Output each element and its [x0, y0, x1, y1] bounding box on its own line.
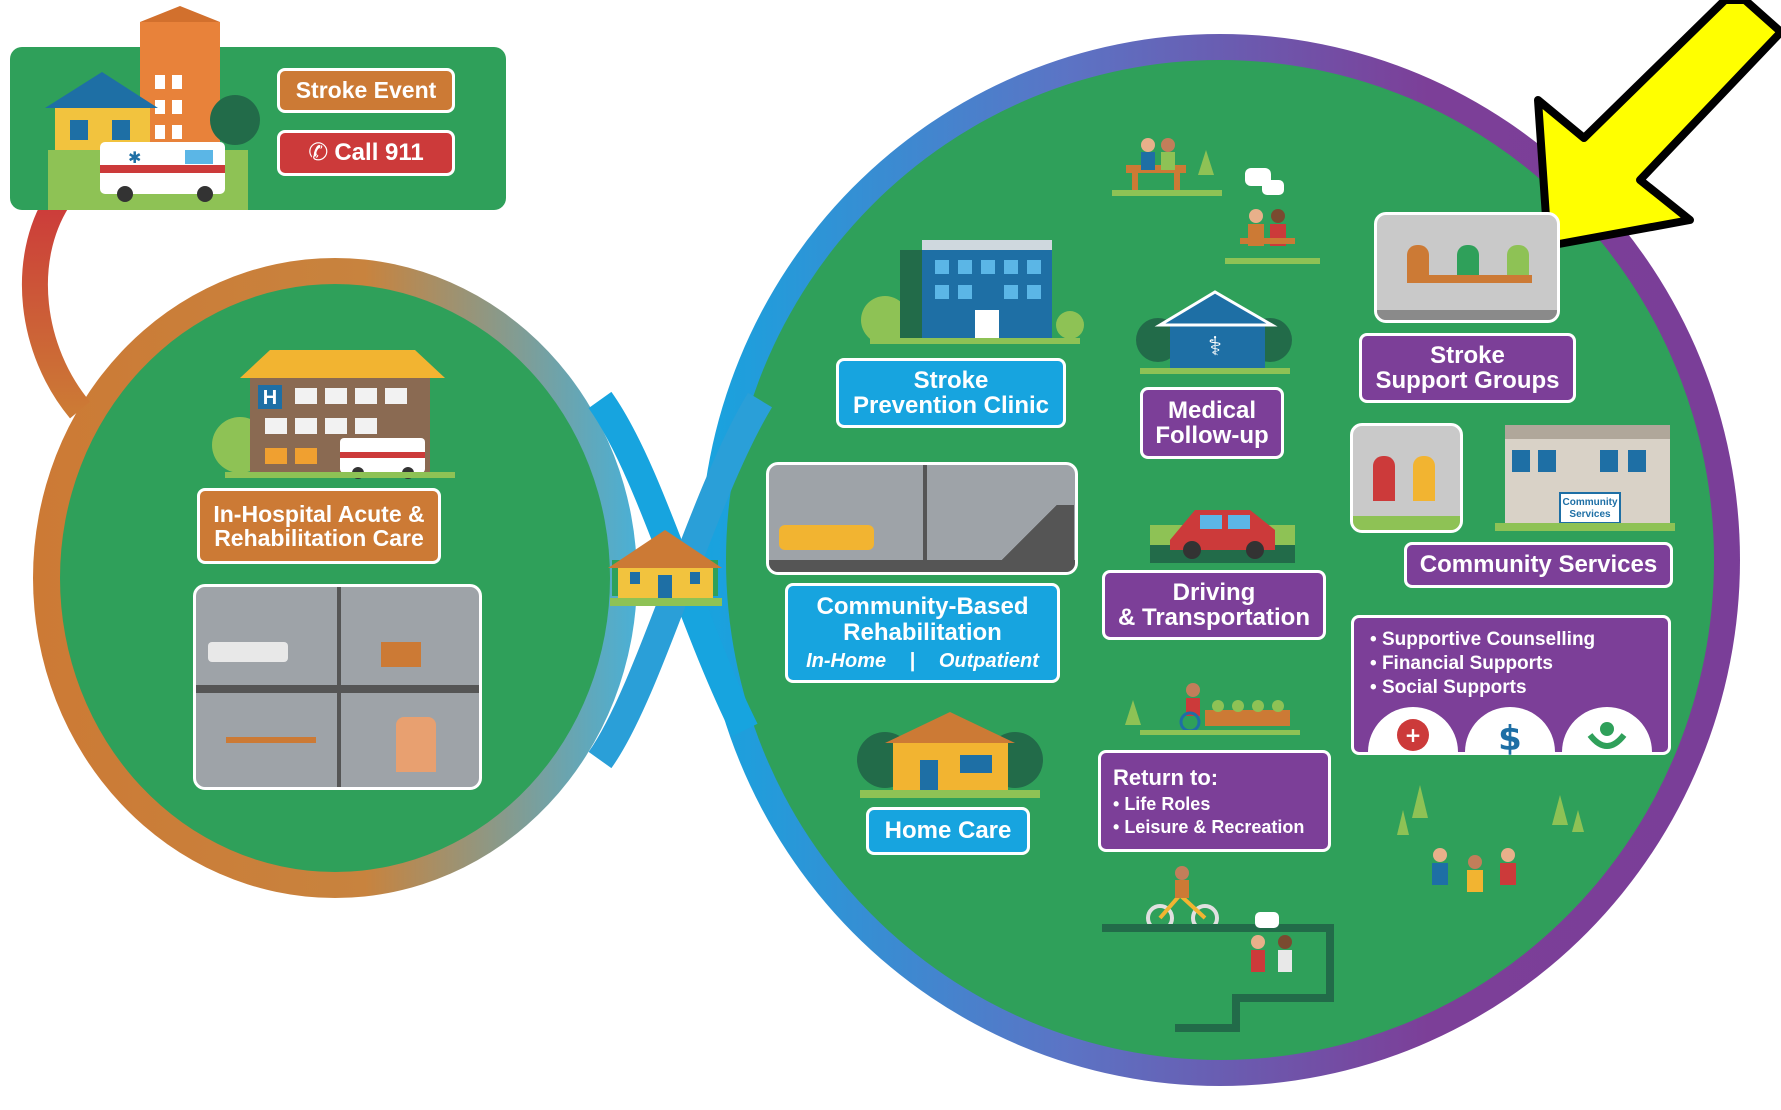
cbr-in-home: In-Home: [806, 649, 887, 672]
svg-text:✱: ✱: [128, 148, 141, 167]
rehab-floor: [769, 560, 1075, 572]
community-based-rehab-label: Community-Based Rehabilitation In-Home |…: [785, 583, 1060, 683]
group-member-3: [1507, 245, 1529, 275]
hospital-wall-divider: [337, 587, 341, 787]
home-care-illustration: [857, 712, 1043, 798]
medical-line1: Medical: [1167, 396, 1257, 424]
community-sign-line1: Community: [1563, 497, 1618, 508]
phone-icon: ✆: [308, 138, 329, 167]
bench-chat-illustration: [1225, 168, 1320, 264]
community-rehab-panel: [766, 462, 1078, 575]
meeting-table: [1407, 275, 1532, 283]
cbr-line2: Rehabilitation: [843, 618, 1002, 646]
home-couch: [779, 525, 874, 550]
support-groups-line2: Support Groups: [1375, 367, 1560, 394]
return-to-label: Return to: Life Roles Leisure & Recreati…: [1098, 750, 1331, 852]
car-illustration: [1150, 510, 1295, 563]
community-services-label: Community Services: [1404, 542, 1673, 588]
prevention-line2: Prevention Clinic: [852, 392, 1050, 419]
walking-patient: [396, 717, 436, 772]
emergency-illustration: ✱: [45, 6, 260, 210]
community-sign-line2: Services: [1569, 509, 1611, 520]
home-care-text: Home Care: [884, 817, 1012, 845]
supports-item: Financial Supports: [1370, 653, 1553, 674]
group-walk-illustration: [1397, 785, 1584, 892]
hospital-line2: Rehabilitation Care: [214, 525, 424, 551]
stroke-prevention-clinic-label: Stroke Prevention Clinic: [836, 358, 1066, 428]
driving-line1: Driving: [1172, 578, 1256, 606]
hospital-line1: In-Hospital Acute &: [213, 500, 425, 527]
return-to-title: Return to:: [1113, 764, 1219, 790]
therapy-bars: [226, 737, 316, 743]
hospital-bed: [208, 642, 288, 662]
exercise-floor: [1353, 516, 1460, 530]
support-group-panel: [1374, 212, 1560, 323]
medical-follow-up-label: Medical Follow-up: [1140, 387, 1284, 459]
home-hub-icon: [608, 530, 722, 606]
cycling-walking-illustration: [1102, 866, 1334, 1032]
picnic-illustration: [1112, 138, 1222, 196]
exercise-person-2: [1413, 456, 1435, 501]
exercise-panel: [1350, 423, 1463, 533]
return-to-item: Life Roles: [1113, 794, 1210, 814]
in-hospital-care-label: In-Hospital Acute & Rehabilitation Care: [197, 488, 441, 564]
cbr-outpatient: Outpatient: [938, 649, 1039, 672]
gardening-illustration: [1125, 683, 1300, 735]
home-care-label: Home Care: [866, 807, 1030, 855]
exercise-person-1: [1373, 456, 1395, 501]
return-to-item: Leisure & Recreation: [1113, 817, 1304, 837]
prevention-line1: Stroke: [913, 366, 989, 394]
medical-clinic-illustration: ⚕: [1136, 290, 1292, 374]
supports-list-panel: Supportive Counselling Financial Support…: [1351, 615, 1671, 755]
group-member-2: [1457, 245, 1479, 275]
driving-transportation-label: Driving & Transportation: [1102, 570, 1326, 640]
call-911-text: Call 911: [334, 139, 424, 167]
svg-text:⚕: ⚕: [1208, 332, 1222, 362]
stroke-support-groups-label: Stroke Support Groups: [1359, 333, 1576, 403]
cbr-sub-row: In-Home | Outpatient: [806, 649, 1039, 672]
stroke-event-text: Stroke Event: [295, 77, 437, 104]
supports-item: Social Supports: [1370, 677, 1527, 698]
prevention-clinic-illustration: [861, 240, 1084, 344]
supports-item: Supportive Counselling: [1370, 630, 1595, 650]
outpatient-stairs: [979, 505, 1074, 565]
community-services-text: Community Services: [1419, 551, 1658, 579]
rehab-wall-divider: [923, 465, 927, 572]
driving-line2: & Transportation: [1117, 604, 1310, 631]
hospital-care-panel: [193, 584, 482, 790]
stroke-event-label: Stroke Event: [277, 68, 455, 113]
svg-text:H: H: [263, 387, 277, 409]
rehab-table: [381, 642, 421, 667]
cbr-line1: Community-Based: [816, 593, 1029, 621]
support-groups-line1: Stroke: [1430, 341, 1505, 369]
medical-line2: Follow-up: [1155, 422, 1269, 449]
group-member-1: [1407, 245, 1429, 275]
hospital-illustration: H: [212, 350, 455, 479]
call-911-button[interactable]: ✆ Call 911: [277, 130, 455, 176]
cbr-separator: |: [909, 649, 916, 672]
highlight-arrow: [1534, 0, 1781, 250]
community-building-illustration: Community Services: [1495, 425, 1675, 531]
panel-floor: [1377, 310, 1557, 320]
event-connector: [22, 193, 91, 419]
